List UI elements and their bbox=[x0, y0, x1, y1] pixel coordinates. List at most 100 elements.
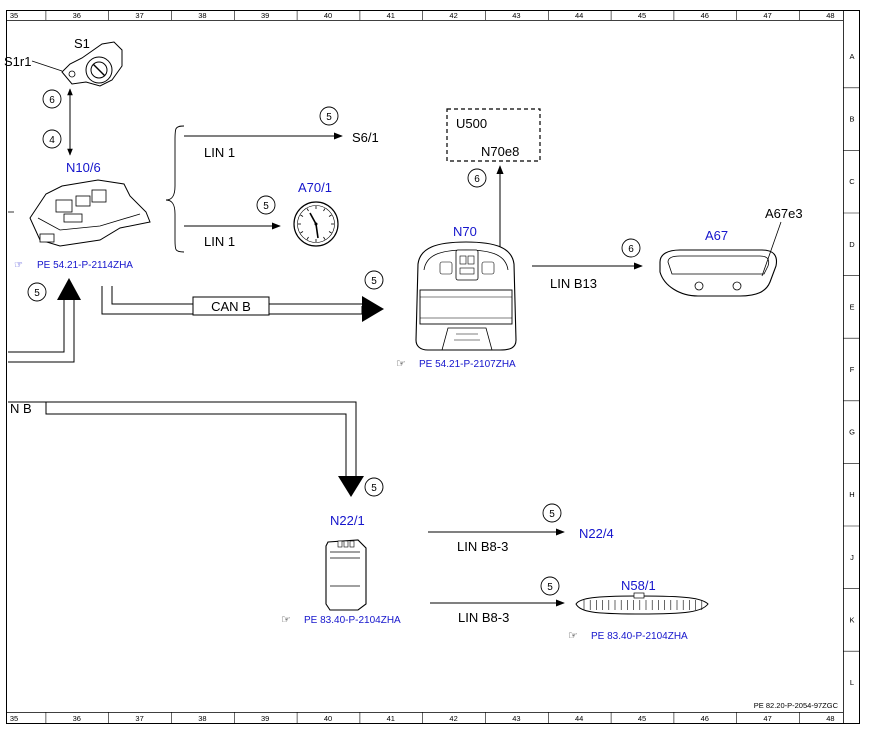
marker-lin1-top: 5 bbox=[319, 106, 339, 126]
n22-1-ref[interactable]: ☞ PE 83.40-P-2104ZHA bbox=[281, 614, 401, 626]
column-label: 44 bbox=[575, 11, 583, 20]
can-b-lower-outer bbox=[8, 401, 357, 476]
u500-label: U500 bbox=[456, 116, 487, 131]
column-label: 46 bbox=[701, 11, 709, 20]
svg-text:5: 5 bbox=[547, 582, 553, 593]
clock-tick bbox=[300, 214, 304, 217]
column-label: 35 bbox=[10, 11, 18, 20]
can-b-label-box bbox=[192, 296, 270, 316]
clock-tick bbox=[306, 236, 309, 240]
row-label: K bbox=[849, 615, 854, 624]
column-label: 37 bbox=[135, 11, 143, 20]
svg-text:PE 54.21-P-2107ZHA: PE 54.21-P-2107ZHA bbox=[419, 359, 516, 370]
lin-b13-label: LIN B13 bbox=[550, 276, 597, 291]
svg-text:5: 5 bbox=[549, 509, 555, 520]
row-label: E bbox=[849, 302, 854, 311]
a67-component[interactable] bbox=[659, 221, 782, 297]
n70-component[interactable] bbox=[415, 241, 517, 351]
column-label: 40 bbox=[324, 714, 332, 723]
n22-1-label: N22/1 bbox=[330, 513, 365, 528]
can-b-bus-left-inner bbox=[8, 300, 65, 353]
lin-b8-3-top-label: LIN B8-3 bbox=[457, 539, 508, 554]
row-label: D bbox=[849, 240, 855, 249]
book-icon: ☞ bbox=[396, 358, 406, 370]
row-label: L bbox=[850, 678, 854, 687]
can-b-bus-inner bbox=[111, 286, 362, 305]
row-label: H bbox=[849, 490, 854, 499]
book-icon: ☞ bbox=[568, 630, 578, 642]
column-label: 48 bbox=[826, 714, 834, 723]
n58-1-label: N58/1 bbox=[621, 578, 656, 593]
column-label: 38 bbox=[198, 11, 206, 20]
n22-1-component[interactable] bbox=[325, 539, 367, 611]
can-b-bus-left-outer bbox=[8, 300, 75, 363]
n58-1-component[interactable] bbox=[575, 592, 709, 615]
clock-tick bbox=[323, 208, 326, 212]
svg-text:5: 5 bbox=[371, 276, 377, 287]
marker-n22-1: 5 bbox=[364, 477, 384, 497]
n70-ref[interactable]: ☞ PE 54.21-P-2107ZHA bbox=[396, 358, 516, 370]
u500-box[interactable] bbox=[446, 108, 541, 162]
svg-text:5: 5 bbox=[263, 201, 269, 212]
doc-reference: PE 82.20-P-2054-97ZGC bbox=[754, 701, 839, 710]
clock-icon[interactable] bbox=[293, 201, 339, 247]
clock-tick bbox=[300, 231, 304, 234]
column-label: 48 bbox=[826, 11, 834, 20]
column-label: 39 bbox=[261, 11, 269, 20]
marker-n10-6-can: 5 bbox=[27, 282, 47, 302]
marker-n58-1: 5 bbox=[540, 576, 560, 596]
column-label: 36 bbox=[73, 11, 81, 20]
sheet-frame bbox=[6, 10, 860, 724]
n22-4-label: N22/4 bbox=[579, 526, 614, 541]
column-label: 36 bbox=[73, 714, 81, 723]
n70e8-label: N70e8 bbox=[481, 144, 519, 159]
lin1-top-label: LIN 1 bbox=[204, 145, 235, 160]
n58-1-ref[interactable]: ☞ PE 83.40-P-2104ZHA bbox=[568, 630, 688, 642]
column-label: 43 bbox=[512, 11, 520, 20]
svg-text:5: 5 bbox=[326, 112, 332, 123]
row-label: G bbox=[849, 428, 855, 437]
column-label: 46 bbox=[701, 714, 709, 723]
a67e3-label: A67e3 bbox=[765, 206, 803, 221]
a70-1-label: A70/1 bbox=[298, 180, 332, 195]
column-label: 37 bbox=[135, 714, 143, 723]
column-label: 41 bbox=[387, 714, 395, 723]
marker-s1-down: 4 bbox=[42, 129, 62, 149]
n10-6-label: N10/6 bbox=[66, 160, 101, 175]
svg-text:6: 6 bbox=[474, 174, 480, 185]
n10-6-ref[interactable]: ☞ PE 54.21-P-2114ZHA bbox=[14, 260, 133, 271]
clock-tick bbox=[328, 231, 332, 234]
marker-u500: 6 bbox=[467, 168, 487, 188]
s1-label: S1 bbox=[74, 36, 90, 51]
s6-1-label: S6/1 bbox=[352, 130, 379, 145]
column-label: 38 bbox=[198, 714, 206, 723]
can-b-lower-inner bbox=[45, 402, 347, 476]
clock-tick bbox=[323, 236, 326, 240]
lin1-brace bbox=[165, 125, 185, 253]
column-label: 47 bbox=[763, 11, 771, 20]
n10-6-component[interactable] bbox=[8, 179, 151, 247]
svg-text:PE 83.40-P-2104ZHA: PE 83.40-P-2104ZHA bbox=[591, 631, 688, 642]
column-label: 42 bbox=[449, 11, 457, 20]
a67-label: A67 bbox=[705, 228, 728, 243]
can-b-left-label: N B bbox=[10, 401, 32, 416]
book-icon: ☞ bbox=[14, 260, 23, 271]
row-label: C bbox=[849, 177, 855, 186]
row-label: B bbox=[849, 115, 854, 124]
svg-text:PE 54.21-P-2114ZHA: PE 54.21-P-2114ZHA bbox=[37, 260, 133, 271]
marker-a70-1: 5 bbox=[256, 195, 276, 215]
column-label: 40 bbox=[324, 11, 332, 20]
column-label: 47 bbox=[763, 714, 771, 723]
clock-tick bbox=[306, 208, 309, 212]
column-label: 35 bbox=[10, 714, 18, 723]
s1r1-label: S1r1 bbox=[4, 54, 31, 69]
s1-component[interactable] bbox=[31, 41, 123, 87]
svg-text:6: 6 bbox=[628, 244, 634, 255]
column-label: 44 bbox=[575, 714, 583, 723]
marker-n22-4: 5 bbox=[542, 503, 562, 523]
lin1-bottom-label: LIN 1 bbox=[204, 234, 235, 249]
